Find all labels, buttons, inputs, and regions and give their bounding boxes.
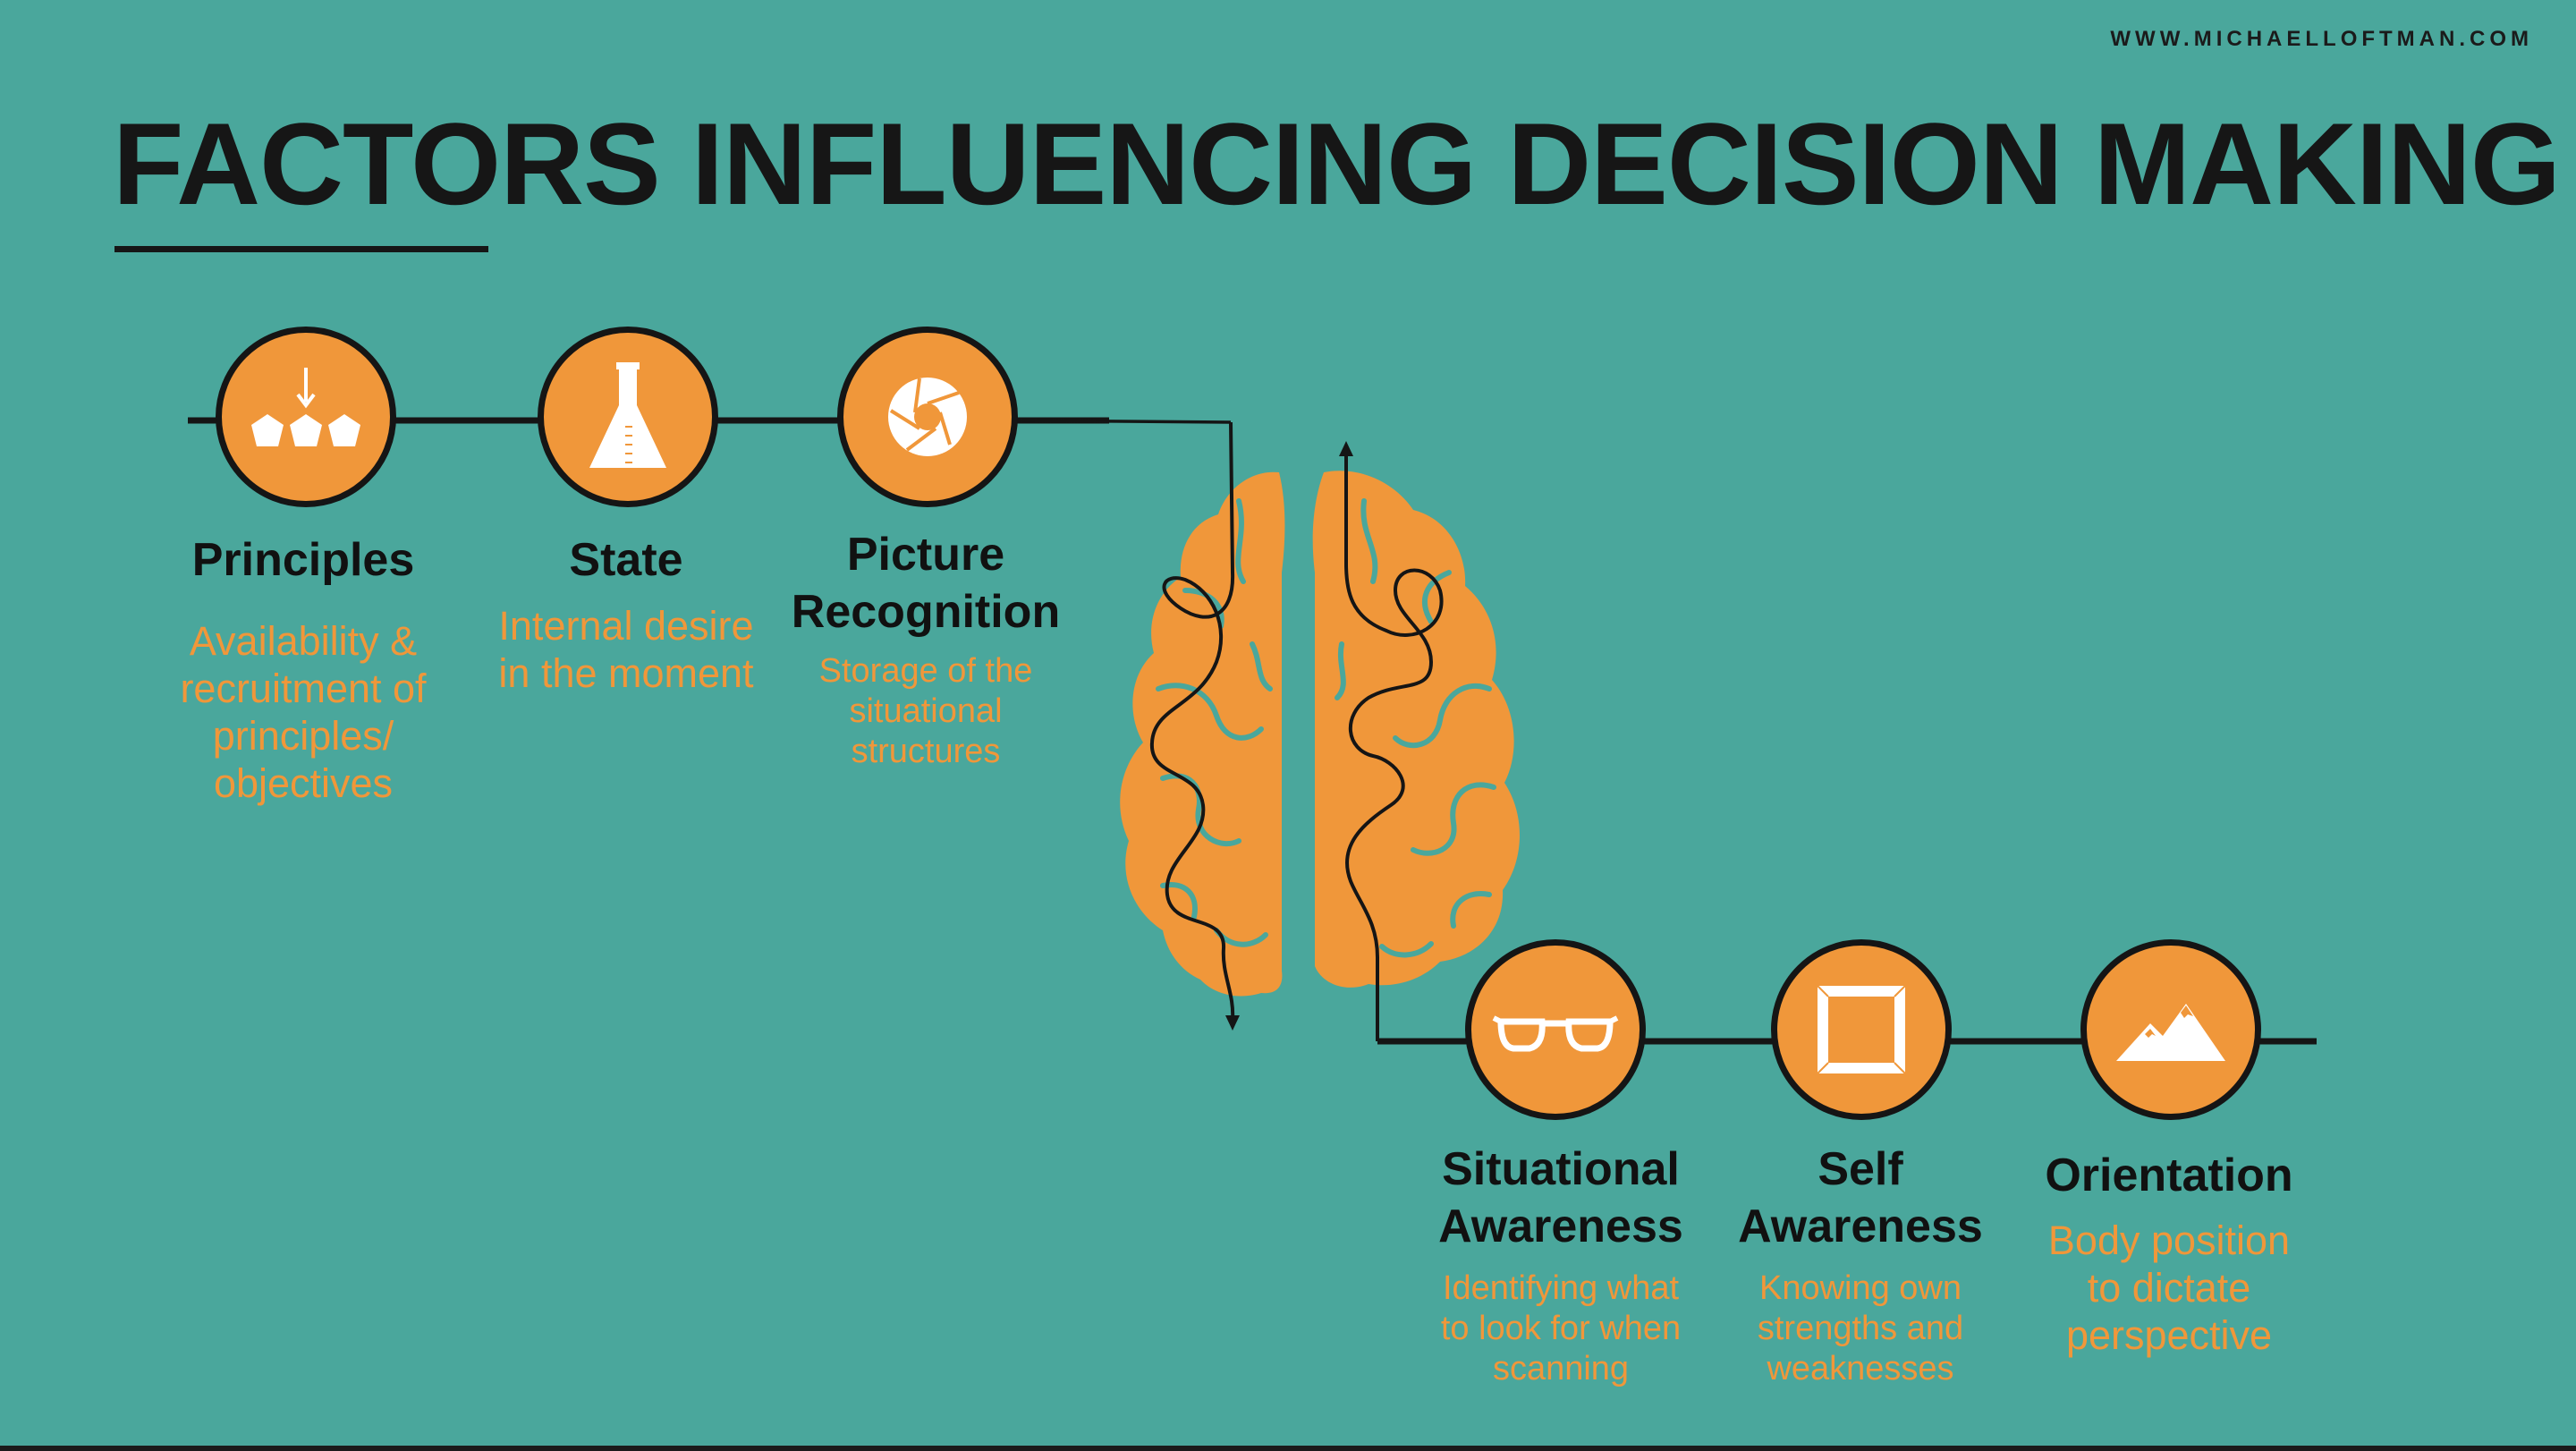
factor-orientation bbox=[2080, 939, 2261, 1120]
factor-description: Knowing own strengths and weaknesses bbox=[1757, 1269, 1964, 1387]
factor-description: Internal desire in the moment bbox=[498, 603, 754, 697]
title-underline bbox=[114, 246, 488, 252]
factor-label: State bbox=[569, 534, 683, 586]
factor-label: Picture Recognition bbox=[791, 529, 1061, 638]
glasses-icon bbox=[1492, 1015, 1619, 1052]
factor-self-awareness bbox=[1771, 939, 1952, 1120]
page-title: FACTORS INFLUENCING DECISION MAKING bbox=[113, 98, 2561, 229]
factor-circle bbox=[1771, 939, 1952, 1120]
factor-description: Availability & recruitment of principles… bbox=[180, 618, 427, 807]
factor-circle bbox=[538, 327, 718, 507]
factor-state bbox=[538, 327, 718, 507]
factor-label: Orientation bbox=[2045, 1150, 2293, 1201]
aperture-icon bbox=[888, 378, 967, 456]
factor-situational-awareness bbox=[1465, 939, 1646, 1120]
website-url: WWW.MICHAELLOFTMAN.COM bbox=[2110, 27, 2533, 51]
factor-description: Identifying what to look for when scanni… bbox=[1440, 1269, 1682, 1387]
mountains-icon bbox=[2116, 1004, 2225, 1061]
factor-description: Body position to dictate perspective bbox=[2047, 1218, 2291, 1359]
factor-label: Principles bbox=[191, 534, 415, 586]
flask-icon bbox=[589, 362, 666, 468]
factor-circle bbox=[1465, 939, 1646, 1120]
factor-principles bbox=[216, 327, 396, 507]
factor-label: Self Awareness bbox=[1738, 1143, 1983, 1252]
factor-label: Situational Awareness bbox=[1438, 1143, 1683, 1252]
pentagons-arrow-icon bbox=[251, 368, 360, 446]
bottom-border bbox=[0, 1446, 2576, 1451]
factor-circle bbox=[2080, 939, 2261, 1120]
factor-circle bbox=[837, 327, 1018, 507]
factor-description: Storage of the situational structures bbox=[818, 652, 1033, 770]
factor-picture-recognition bbox=[837, 327, 1018, 507]
factor-circle bbox=[216, 327, 396, 507]
brain-icon bbox=[1120, 421, 1521, 1041]
frame-icon bbox=[1817, 985, 1906, 1074]
